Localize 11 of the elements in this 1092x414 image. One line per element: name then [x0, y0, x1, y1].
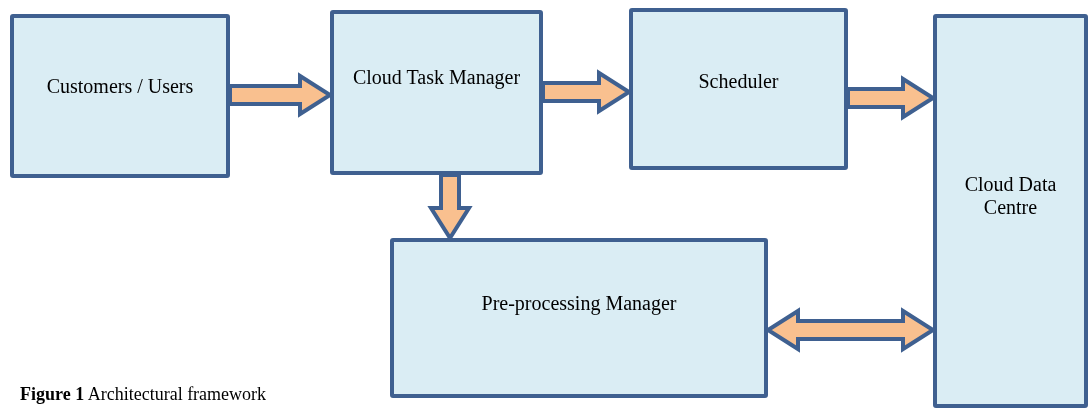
box-label: Scheduler [698, 69, 779, 93]
box-label: Cloud Task Manager [352, 66, 521, 89]
box-label: Customers / Users [46, 74, 194, 98]
box-label: Pre-processing Manager [481, 291, 677, 315]
process-box [330, 10, 543, 175]
box-label: Cloud Data Centre [963, 173, 1058, 219]
process-box [933, 14, 1088, 408]
process-box [629, 8, 848, 170]
figure-caption: Figure 1 Architectural framework [20, 384, 267, 405]
process-box [390, 238, 768, 398]
process-box [10, 14, 230, 178]
